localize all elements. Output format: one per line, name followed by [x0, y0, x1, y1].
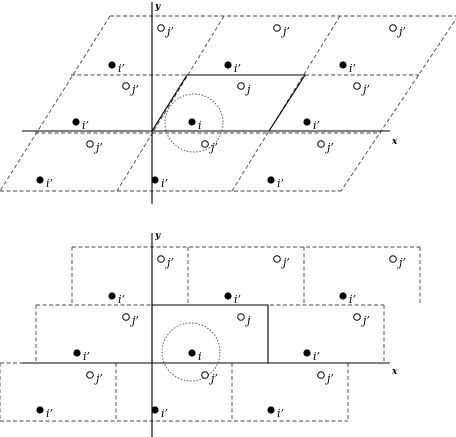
atom-i-image-label: i’	[234, 293, 241, 306]
atom-i-label: i	[198, 119, 202, 132]
atom-j-image-label: j’	[324, 372, 334, 385]
atom-j-label: j	[244, 314, 251, 327]
atom-i-image-dot	[339, 292, 347, 300]
atom-j-image-dot	[201, 140, 209, 148]
atom-i-image-dot	[108, 292, 116, 300]
atom-i-image-label: i’	[277, 407, 284, 420]
atom-j-image-label: j’	[280, 25, 290, 38]
atom-i-label: i	[198, 350, 202, 363]
atom-j-image-dot	[353, 82, 361, 90]
atom-j-image-label: j’	[93, 141, 103, 154]
top-atom-j-images: j’ j’ j’ j’ j’ j’ j’ j’	[86, 24, 406, 154]
top-cutoff-circle	[164, 93, 224, 153]
atom-j-image-dot	[273, 24, 281, 32]
atom-i-image-dot	[72, 118, 80, 126]
atom-j-image-label: j’	[396, 25, 406, 38]
atom-j-image-dot	[122, 82, 130, 90]
atom-i-dot	[188, 118, 196, 126]
atom-i-image-label: i’	[46, 407, 53, 420]
atom-i-image-label: i’	[118, 62, 125, 75]
atom-i-image-label: i’	[313, 119, 320, 132]
atom-i-image-label: i’	[46, 177, 53, 190]
atom-j-image-label: j’	[93, 372, 103, 385]
atom-i-image-label: i’	[161, 407, 168, 420]
atom-j-image-dot	[389, 255, 397, 263]
atom-i-image-dot	[36, 176, 44, 184]
bottom-atom-i-primary: i	[188, 349, 202, 363]
atom-i-image-dot	[151, 406, 159, 414]
bottom-primary-unit-cell	[151, 304, 269, 364]
atom-j-dot	[237, 313, 245, 321]
atom-j-image-label: j’	[129, 314, 139, 327]
top-panel-oblique-lattice: x y i’ i’ i’ i’ i’ i’ i’ i’ i	[0, 2, 456, 204]
bottom-y-axis-label: y	[154, 231, 161, 241]
atom-i-dot	[188, 349, 196, 357]
atom-j-image-dot	[353, 313, 361, 321]
atom-j-image-dot	[122, 313, 130, 321]
atom-i-image-label: i’	[349, 62, 356, 75]
atom-j-image-dot	[317, 371, 325, 379]
bottom-dashed-cell-boundaries	[0, 246, 421, 422]
atom-i-image-dot	[73, 349, 81, 357]
atom-i-image-dot	[224, 292, 232, 300]
top-x-axis-label: x	[391, 137, 398, 147]
atom-j-image-label: j’	[360, 314, 370, 327]
atom-j-image-dot	[317, 140, 325, 148]
atom-j-image-label: j’	[164, 25, 174, 38]
atom-j-dot	[237, 82, 245, 90]
atom-j-image-dot	[389, 24, 397, 32]
atom-i-image-dot	[224, 61, 232, 69]
bottom-cutoff-circle	[161, 322, 221, 382]
atom-j-image-dot	[86, 140, 94, 148]
atom-j-image-label: j’	[280, 256, 290, 269]
atom-j-image-label: j’	[208, 141, 218, 154]
atom-j-image-dot	[201, 371, 209, 379]
bottom-panel-brick-lattice: x y i’ i’ i’ i’ i’ i’ i’ i’ i	[0, 231, 421, 437]
atom-j-image-label: j’	[164, 256, 174, 269]
atom-j-image-label: j’	[360, 83, 370, 96]
bottom-axes: x y	[22, 231, 398, 437]
atom-i-image-label: i’	[313, 350, 320, 363]
bottom-x-axis-label: x	[391, 367, 398, 377]
atom-j-image-dot	[157, 24, 165, 32]
bottom-atom-i-images: i’ i’ i’ i’ i’ i’ i’ i’	[36, 292, 356, 420]
top-y-axis-label: y	[154, 2, 161, 12]
atom-i-image-label: i’	[118, 293, 125, 306]
atom-i-image-label: i’	[83, 350, 90, 363]
atom-i-image-dot	[108, 61, 116, 69]
atom-i-image-dot	[36, 406, 44, 414]
atom-i-image-dot	[339, 61, 347, 69]
top-atom-i-images: i’ i’ i’ i’ i’ i’ i’ i’	[36, 61, 356, 190]
atom-j-label: j	[244, 83, 251, 96]
atom-i-image-dot	[303, 118, 311, 126]
atom-i-image-label: i’	[234, 62, 241, 75]
bottom-atom-j-images: j’ j’ j’ j’ j’ j’ j’ j’	[86, 255, 406, 385]
atom-j-image-dot	[273, 255, 281, 263]
atom-j-image-dot	[86, 371, 94, 379]
atom-i-image-dot	[303, 349, 311, 357]
atom-j-image-label: j’	[208, 372, 218, 385]
atom-i-image-label: i’	[349, 293, 356, 306]
bottom-atom-j-primary: j	[237, 313, 251, 327]
atom-j-image-label: j’	[396, 256, 406, 269]
atom-i-image-dot	[267, 176, 275, 184]
top-axes: x y	[22, 2, 398, 204]
atom-j-image-dot	[157, 255, 165, 263]
atom-i-image-dot	[267, 406, 275, 414]
top-dashed-cell-boundaries	[0, 15, 456, 192]
atom-i-image-label: i’	[82, 119, 89, 132]
atom-j-image-label: j’	[129, 83, 139, 96]
atom-i-image-dot	[151, 176, 159, 184]
atom-i-image-label: i’	[277, 177, 284, 190]
top-atom-i-primary: i	[188, 118, 202, 132]
top-atom-j-primary: j	[237, 82, 251, 96]
atom-i-image-label: i’	[161, 177, 168, 190]
top-primary-unit-cell	[151, 74, 307, 132]
atom-j-image-label: j’	[324, 141, 334, 154]
